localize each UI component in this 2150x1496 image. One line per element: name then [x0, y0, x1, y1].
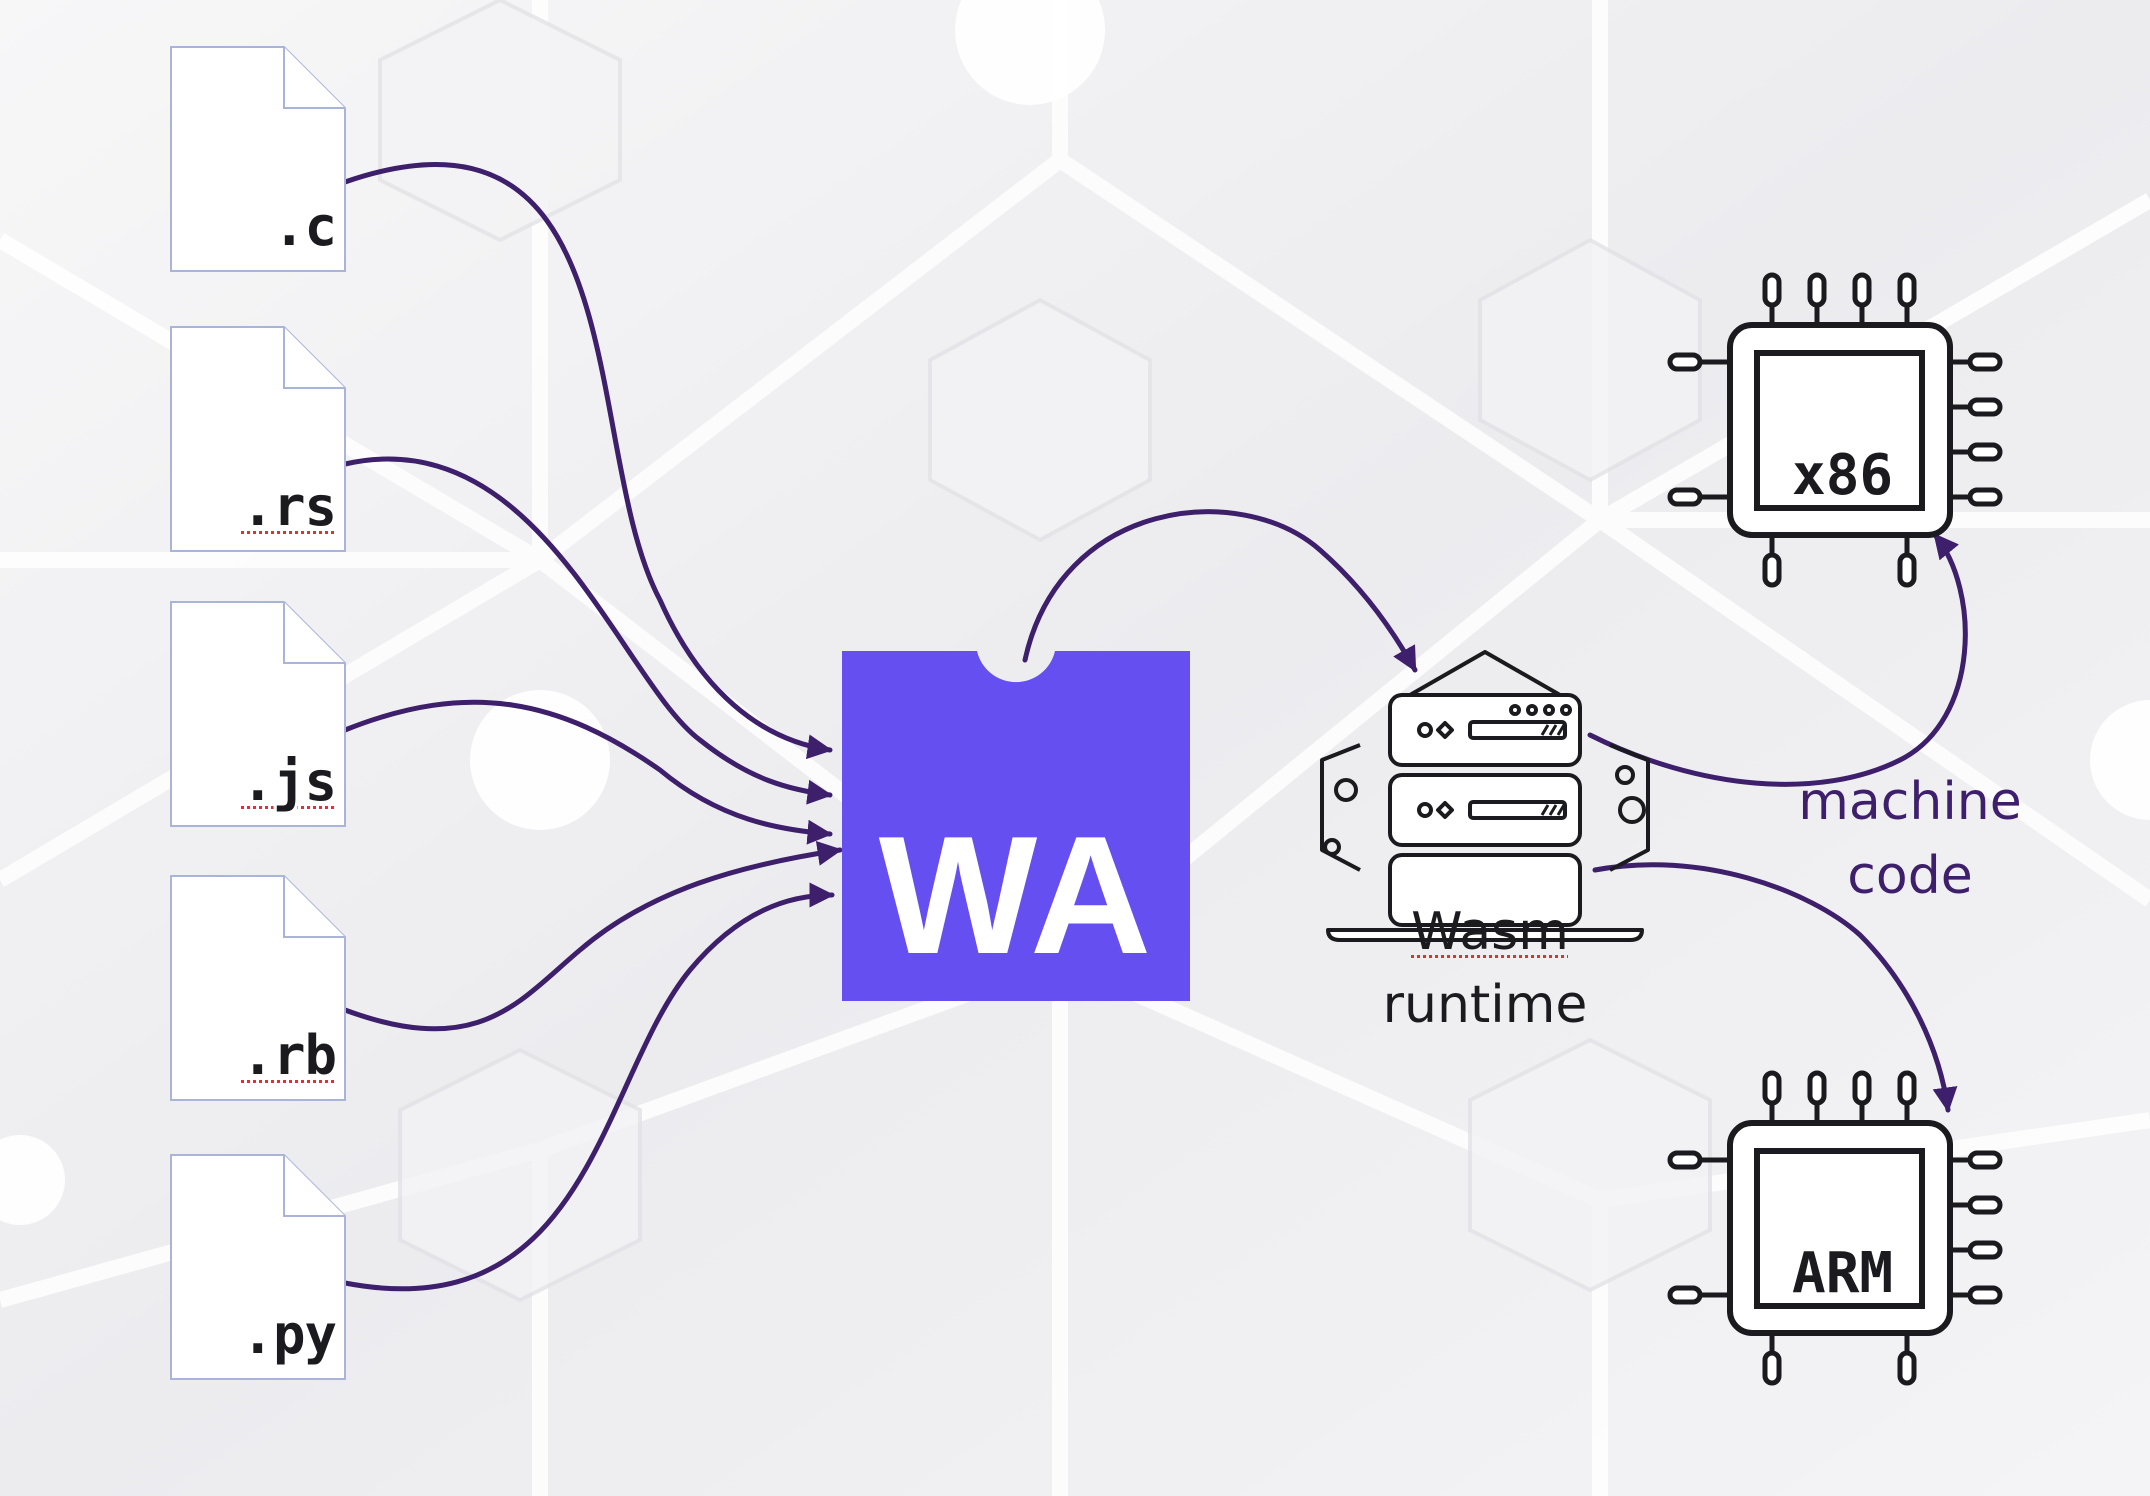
file-icon [170, 1154, 346, 1380]
runtime-label-line2: runtime [1382, 975, 1588, 1035]
arrow-rs-to-wa [342, 456, 833, 805]
arrow-js-to-wa [342, 699, 833, 845]
arrow-runtime-to-arm [1592, 862, 1958, 1113]
arrow-c-to-wa [342, 162, 833, 760]
machine-code-label-line1: machine [1798, 772, 2022, 832]
file-py: .py [170, 1154, 346, 1380]
cpu-chip-icon [1667, 272, 2003, 588]
file-icon [170, 875, 346, 1101]
file-extension: .py [241, 1303, 337, 1366]
file-icon [170, 46, 346, 272]
file-icon [170, 601, 346, 827]
webassembly-logo-text: WA [878, 801, 1154, 989]
machine-code-label-line2: code [1847, 846, 1973, 906]
arrow-py-to-wa [342, 882, 835, 1292]
file-rs: .rs [170, 326, 346, 552]
file-extension: .rs [241, 475, 337, 538]
arrow-runtime-to-x86 [1587, 532, 1968, 787]
file-c: .c [170, 46, 346, 272]
file-extension: .c [272, 195, 337, 258]
chip-label-arm: ARM [1792, 1241, 1894, 1306]
server-icon [1320, 650, 1650, 942]
arrow-wa-to-runtime [1022, 509, 1418, 673]
webassembly-logo: WA [842, 651, 1190, 1001]
runtime-label-line1: Wasm [1411, 902, 1569, 962]
file-rb: .rb [170, 875, 346, 1101]
arm-chip: ARM [1665, 1063, 2005, 1393]
cpu-chip-icon [1667, 1070, 2003, 1386]
x86-chip: x86 [1665, 265, 2005, 595]
arrow-rb-to-wa [342, 840, 843, 1032]
file-extension: .js [241, 750, 337, 813]
webassembly-logo-shape [842, 651, 1190, 1001]
file-extension: .rb [241, 1024, 337, 1087]
file-js: .js [170, 601, 346, 827]
file-icon [170, 326, 346, 552]
chip-label-x86: x86 [1792, 443, 1894, 508]
